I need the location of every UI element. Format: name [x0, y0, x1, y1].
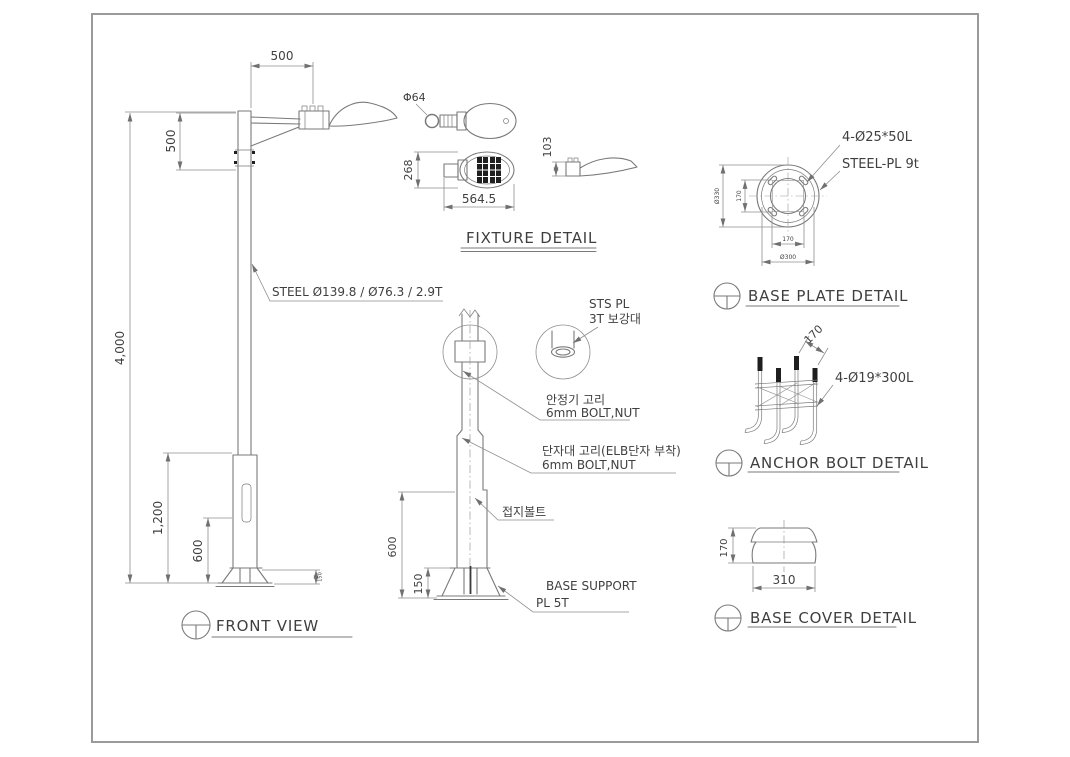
plate-material-callout: STEEL-PL 9t	[842, 157, 919, 172]
bolt-thread	[757, 357, 763, 371]
dim-fixture-length: 564.5	[462, 192, 496, 206]
dim-base-plate: 150	[318, 572, 324, 582]
base-plate-title: BASE PLATE DETAIL	[748, 287, 908, 305]
bolt-slot	[767, 206, 778, 217]
bolt-slot	[798, 206, 809, 217]
ring-callout-line2: 3T 보강대	[589, 312, 641, 326]
bolt-slot	[798, 175, 809, 186]
drawing-border	[91, 13, 979, 743]
dim-top-section: 500	[164, 130, 178, 153]
front-view-title: FRONT VIEW	[216, 617, 319, 635]
ring-callout-line1: STS PL	[589, 297, 630, 311]
tie-frame	[754, 379, 819, 411]
ballast-callout-line2: 6mm BOLT,NUT	[546, 406, 640, 420]
luminaire	[328, 101, 398, 127]
anchor-bolt-detail: 170 4-Ø19*300L ANCHOR BOLT DETAIL	[715, 323, 929, 477]
dim-fixture-height: 103	[541, 137, 554, 158]
base-cover-profile	[750, 527, 818, 564]
support-callout-line1: BASE SUPPORT	[546, 579, 637, 593]
dim-fixture-width: 268	[402, 160, 415, 181]
terminal-callout-line2: 6mm BOLT,NUT	[542, 458, 636, 472]
anchor-bolt-title: ANCHOR BOLT DETAIL	[750, 454, 929, 472]
bolt-thread	[812, 368, 818, 382]
dim-cover-height: 170	[719, 538, 730, 557]
mount-pipe-section	[424, 113, 440, 129]
arm	[250, 116, 301, 147]
detail-circle	[442, 324, 498, 380]
front-view: 150 500 500 4,000 1,200 600 STEEL Ø139.8…	[113, 49, 443, 640]
dim-handhole-height: 600	[191, 540, 205, 563]
fixture-bottom-body	[459, 151, 515, 189]
dim-plate-diameter: Ø330	[714, 188, 721, 204]
pole-section-detail: STS PL 3T 보강대 안정기 고리 6mm BOLT,NUT 단자대 고리…	[386, 297, 681, 613]
pole-spec-callout: STEEL Ø139.8 / Ø76.3 / 2.9T	[272, 285, 443, 299]
support-callout-line2: PL 5T	[536, 596, 569, 610]
fixture-mount	[298, 110, 330, 130]
fixture-side-body	[579, 157, 638, 177]
bolt-thread	[776, 368, 781, 382]
dim-total-height: 4,000	[113, 331, 127, 365]
dim-mount-diameter: Φ64	[403, 91, 426, 104]
dim-section-height: 600	[386, 537, 399, 558]
fixture-top-body	[463, 102, 517, 140]
base-cover-detail: 170 310 BASE COVER DETAIL	[714, 520, 917, 632]
base-gussets	[221, 567, 269, 584]
base-plate-detail: 170 170 Ø300 Ø330 4-Ø25*50L STEEL-PL 9t …	[713, 130, 919, 310]
ground-bolt-callout: 접지볼트	[502, 505, 546, 519]
ballast-callout-line1: 안정기 고리	[546, 393, 605, 407]
dim-support-height: 150	[412, 574, 425, 595]
terminal-callout-line1: 단자대 고리(ELB단자 부착)	[542, 444, 681, 458]
bolt-thread	[794, 356, 799, 370]
anchor-bolt-callout: 4-Ø19*300L	[835, 371, 914, 386]
dim-arm-length: 500	[271, 49, 294, 63]
dim-base-section: 1,200	[151, 501, 165, 535]
fixture-detail: Φ64 268 564.5 103 FIXTURE DETAIL	[402, 91, 638, 253]
fixture-detail-title: FIXTURE DETAIL	[466, 229, 597, 247]
dim-cover-width: 310	[773, 573, 796, 587]
bolt-slot	[767, 175, 778, 186]
ring-detail-circle	[535, 324, 591, 380]
dim-bolt-spacing-v: 170	[736, 190, 743, 202]
dim-bolt-circle: Ø300	[780, 254, 796, 261]
dim-bolt-spacing-h: 170	[782, 236, 794, 243]
base-cover-title: BASE COVER DETAIL	[750, 609, 917, 627]
plate-holes-callout: 4-Ø25*50L	[842, 130, 913, 145]
